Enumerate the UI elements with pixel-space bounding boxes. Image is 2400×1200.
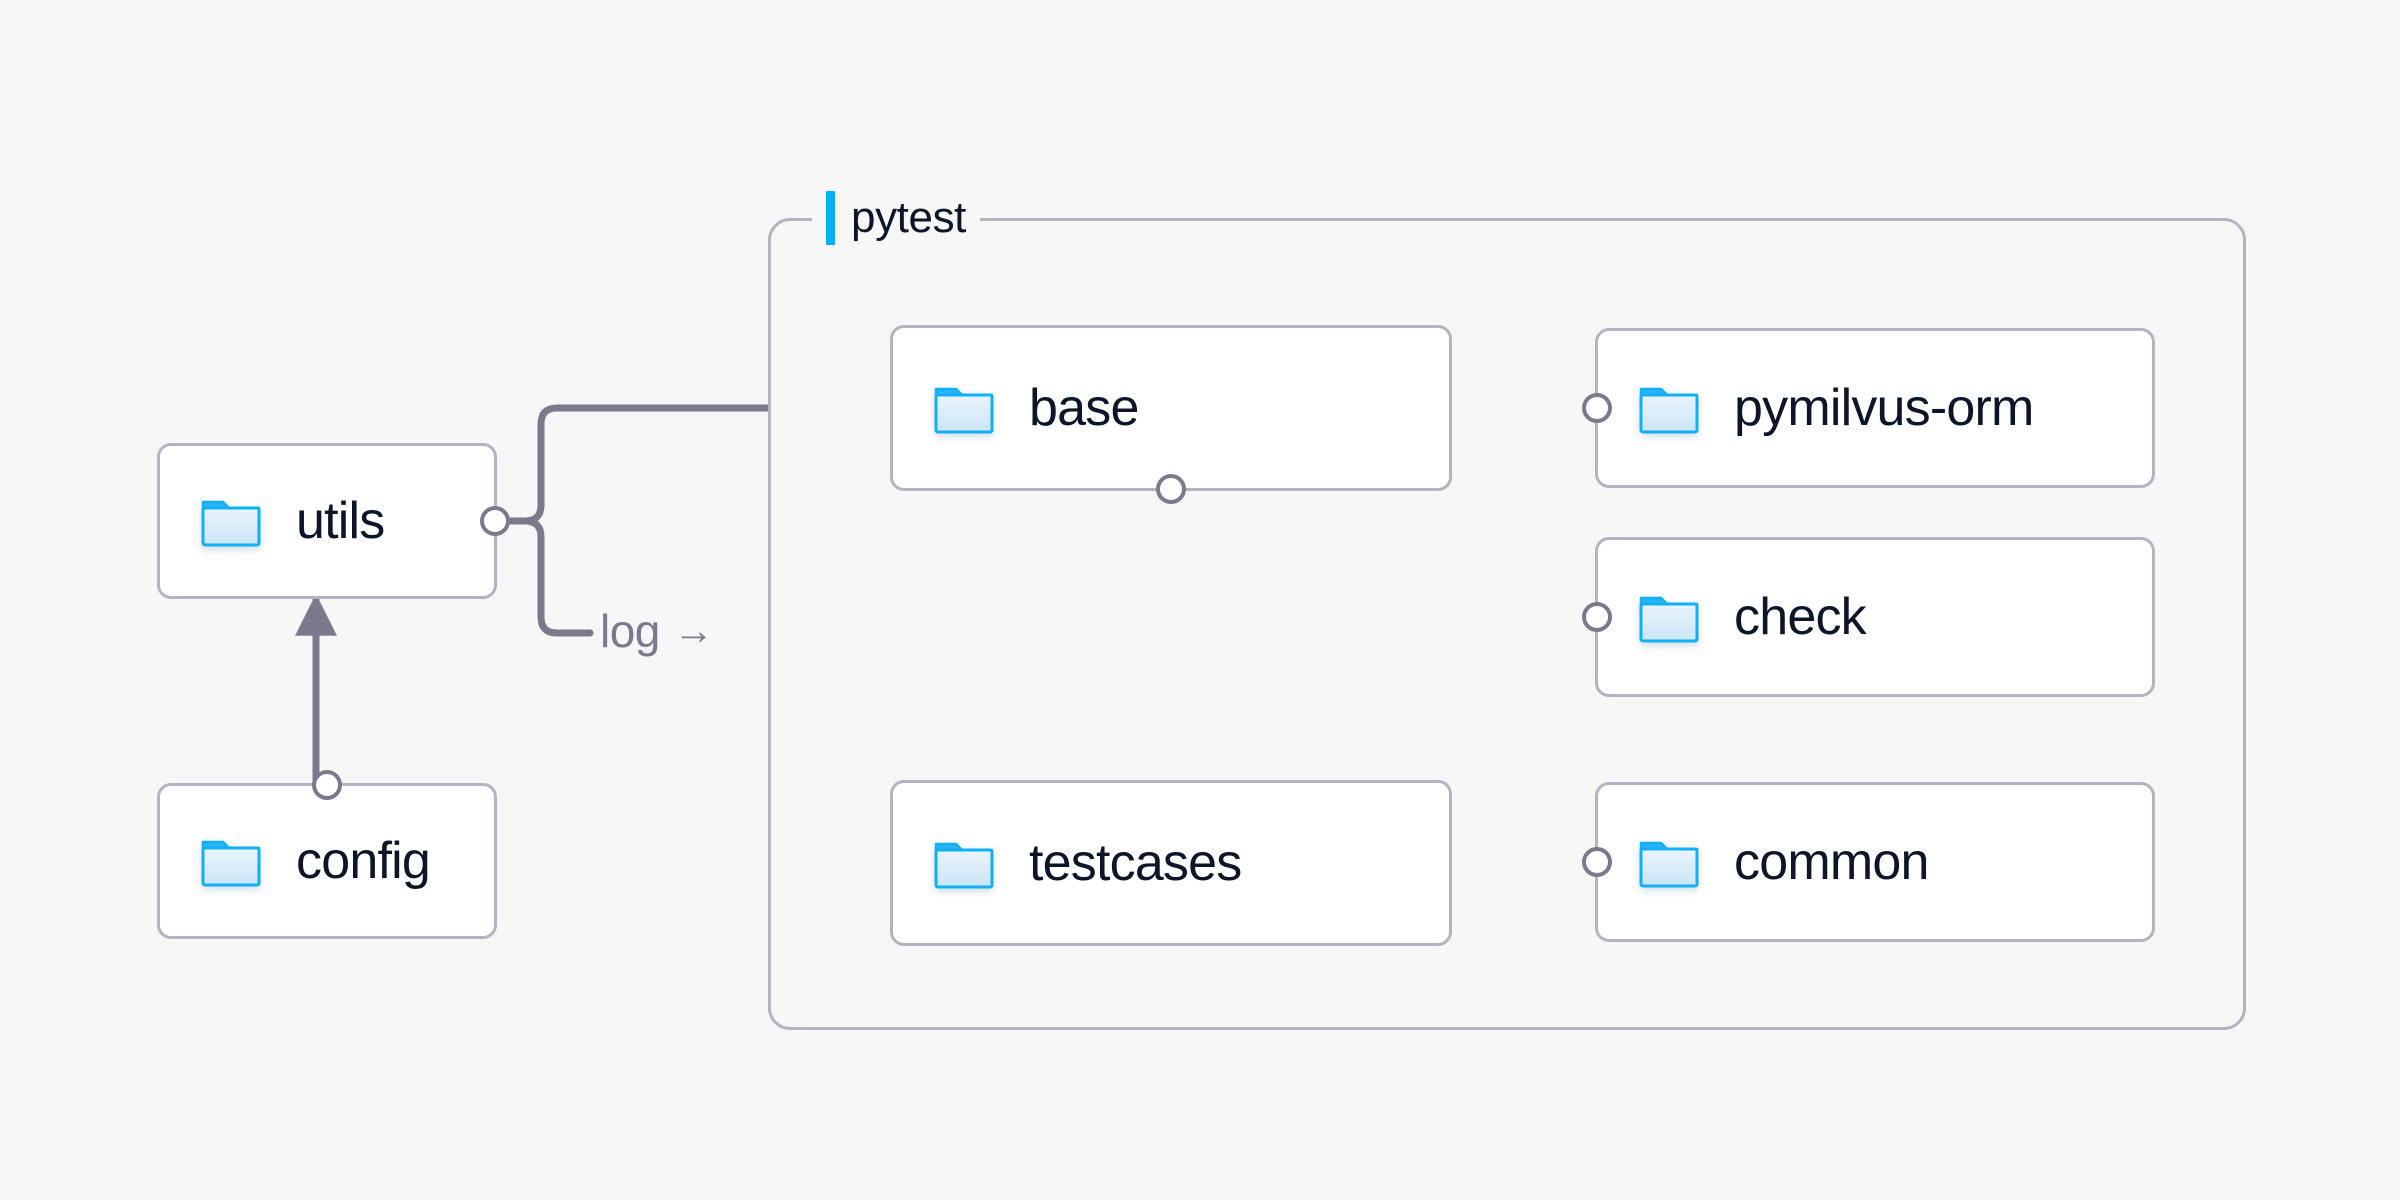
edge-utils-log bbox=[521, 517, 594, 637]
folder-icon bbox=[933, 380, 995, 436]
node-label: utils bbox=[296, 492, 385, 550]
port-check-left[interactable] bbox=[1582, 602, 1612, 632]
node-label: common bbox=[1734, 833, 1929, 891]
node-check[interactable]: check bbox=[1582, 537, 2155, 697]
port-base-bottom[interactable] bbox=[1156, 474, 1186, 504]
node-utils[interactable]: utils bbox=[157, 443, 510, 599]
node-base[interactable]: base bbox=[890, 325, 1452, 504]
group-accent-bar-icon bbox=[826, 191, 835, 245]
node-label: check bbox=[1734, 588, 1867, 646]
node-label: config bbox=[296, 832, 431, 890]
port-common-left[interactable] bbox=[1582, 847, 1612, 877]
edge-label-log-text: log bbox=[600, 605, 660, 657]
node-config[interactable]: config bbox=[157, 770, 497, 939]
node-pymilvus-orm[interactable]: pymilvus-orm bbox=[1582, 328, 2155, 488]
folder-icon bbox=[200, 493, 262, 549]
node-label: testcases bbox=[1029, 834, 1242, 892]
edge-label-log: log → bbox=[600, 605, 714, 657]
port-utils-right[interactable] bbox=[480, 506, 510, 536]
group-label-text: pytest bbox=[851, 193, 966, 242]
pytest-group-label: pytest bbox=[812, 188, 980, 248]
folder-icon bbox=[1638, 834, 1700, 890]
folder-icon bbox=[1638, 589, 1700, 645]
node-testcases[interactable]: testcases bbox=[890, 780, 1452, 946]
arrow-right-icon: → bbox=[673, 609, 714, 653]
node-common[interactable]: common bbox=[1582, 782, 2155, 942]
port-pymilvus-orm-left[interactable] bbox=[1582, 393, 1612, 423]
folder-icon bbox=[933, 835, 995, 891]
folder-icon bbox=[200, 833, 262, 889]
folder-icon bbox=[1638, 380, 1700, 436]
node-label: pymilvus-orm bbox=[1734, 379, 2034, 437]
node-label: base bbox=[1029, 379, 1139, 437]
port-config-top[interactable] bbox=[312, 770, 342, 800]
